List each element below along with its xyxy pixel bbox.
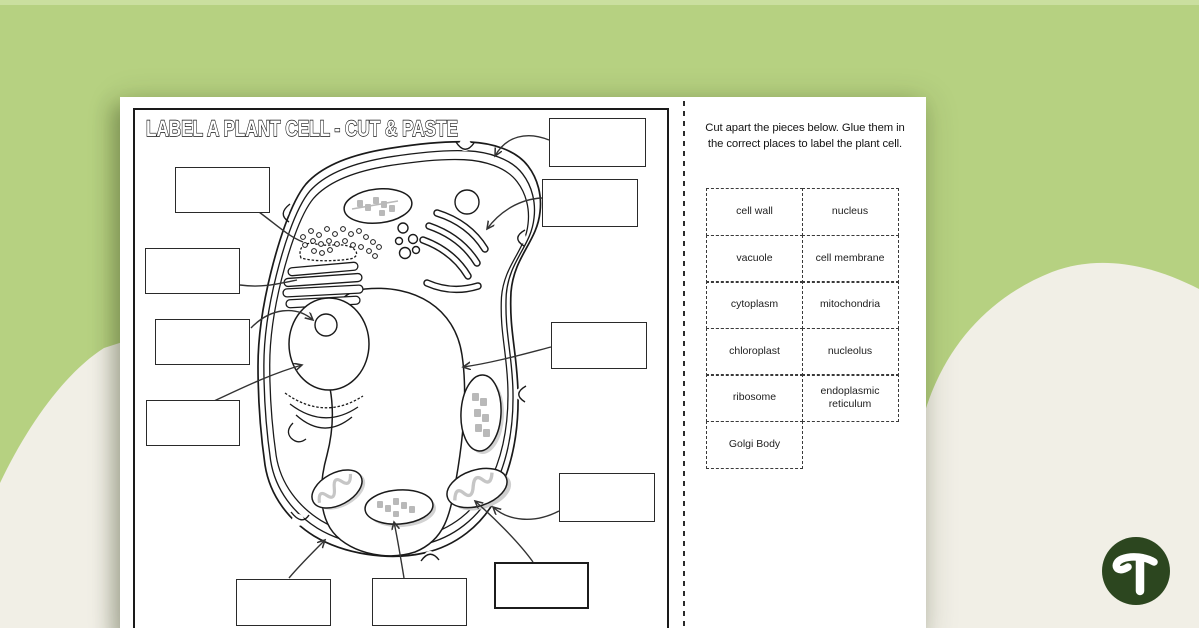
label-box-golgi-body[interactable] [542, 179, 638, 227]
leader-cell-wall [495, 135, 550, 156]
left-cream-blob [0, 338, 135, 628]
endoplasmic-reticulum-lower [284, 392, 364, 443]
golgi-body [394, 189, 489, 294]
label-box-chloroplast[interactable] [372, 578, 467, 626]
piece-vacuole[interactable]: vacuole [706, 234, 803, 283]
leader-nucleolus [250, 309, 313, 329]
label-box-cell-membrane[interactable] [236, 579, 331, 626]
leader-golgi-body [487, 197, 543, 229]
piece-golgi-body[interactable]: Golgi Body [706, 420, 803, 469]
leader-cytoplasm [493, 507, 560, 520]
leader-vacuole [463, 346, 552, 367]
piece-nucleus[interactable]: nucleus [801, 188, 899, 236]
piece-nucleolus[interactable]: nucleolus [801, 327, 899, 376]
label-box-nucleolus[interactable] [155, 319, 250, 365]
piece-empty-slot [802, 421, 899, 469]
teach-starter-logo-icon [1112, 553, 1158, 596]
top-strip [0, 0, 1199, 5]
leader-lines [213, 135, 560, 579]
label-box-vacuole[interactable] [551, 322, 647, 369]
plant-cell-diagram [213, 135, 560, 579]
label-box-endoplasmic-reticulum[interactable] [145, 248, 240, 294]
worksheet-title-text: LABEL A PLANT CELL - CUT & PASTE [146, 116, 458, 141]
piece-cell-membrane[interactable]: cell membrane [801, 234, 899, 283]
instructions-text: Cut apart the pieces below. Glue them in… [705, 122, 905, 150]
teach-starter-logo [1102, 537, 1170, 605]
label-box-ribosome[interactable] [175, 167, 270, 213]
label-box-nucleus[interactable] [146, 400, 240, 446]
chloroplast-top [343, 187, 413, 225]
worksheet-title: LABEL A PLANT CELL - CUT & PASTE [145, 115, 458, 141]
label-box-cytoplasm[interactable] [559, 473, 655, 522]
piece-endoplasmic-reticulum[interactable]: endoplasmic reticulum [801, 374, 899, 422]
label-box-mitochondria[interactable] [494, 562, 589, 609]
cut-line [683, 101, 685, 628]
piece-ribosome[interactable]: ribosome [706, 374, 803, 422]
leader-cell-membrane [288, 540, 325, 579]
leader-mitochondria [475, 501, 534, 563]
leader-endoplasmic-reticulum [239, 279, 298, 287]
leader-nucleus [213, 365, 302, 402]
right-cream-blob [920, 262, 1199, 628]
piece-cell-wall[interactable]: cell wall [706, 188, 803, 236]
leader-ribosome [258, 211, 304, 243]
nucleolus-shape [314, 313, 338, 337]
piece-mitochondria[interactable]: mitochondria [801, 281, 899, 329]
piece-chloroplast[interactable]: chloroplast [706, 327, 803, 376]
label-box-cell-wall[interactable] [549, 118, 646, 167]
mitochondrion-right [446, 467, 512, 511]
pieces-grid: cell wall nucleus vacuole cell membrane … [706, 188, 899, 469]
chloroplast-bottom [364, 489, 436, 528]
diagram-frame [133, 108, 669, 628]
ribosome-dots [300, 226, 382, 259]
cell-wall-notches [277, 139, 527, 563]
leader-chloroplast [394, 522, 405, 579]
chloroplast-right [460, 374, 505, 454]
piece-cytoplasm[interactable]: cytoplasm [706, 281, 803, 329]
mitochondrion-left [311, 469, 366, 510]
nucleus-shape [288, 297, 370, 391]
